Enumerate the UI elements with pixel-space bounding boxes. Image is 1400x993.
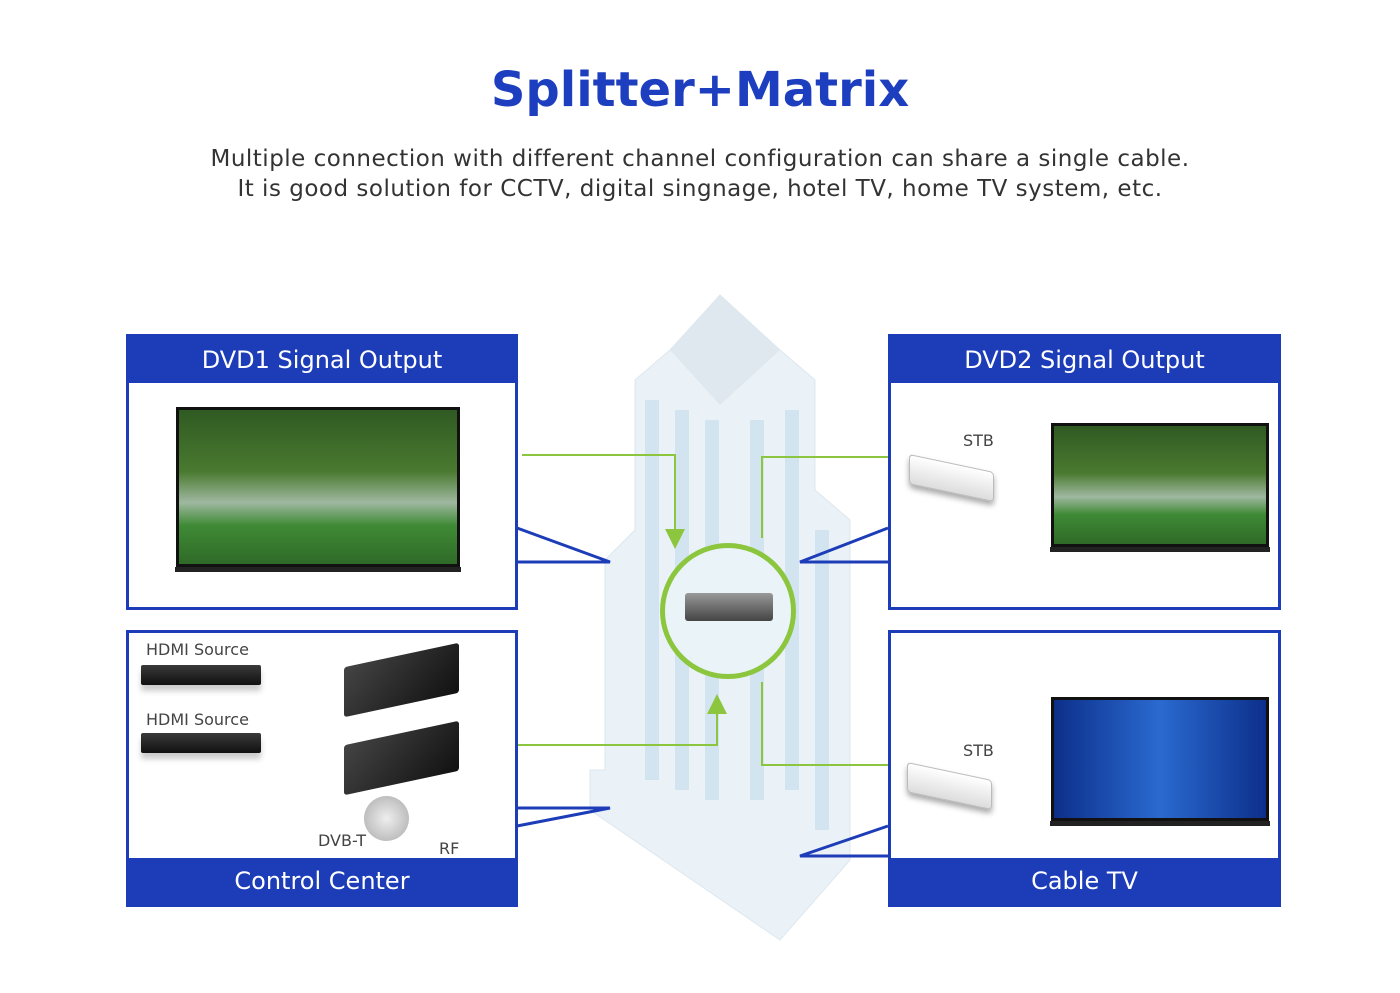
set-top-box-icon — [909, 453, 994, 503]
panel-cable-tv-title: Cable TV — [891, 858, 1278, 904]
dvd-player-icon — [141, 733, 261, 753]
subtitle-line-1: Multiple connection with different chann… — [210, 146, 1190, 172]
panel-dvd2: DVD2 Signal Output STB — [888, 334, 1281, 610]
set-top-box-icon — [907, 761, 992, 811]
panel-cable-tv: STB Cable TV — [888, 630, 1281, 907]
panel-control-center-title: Control Center — [129, 858, 515, 904]
panel-dvd1: DVD1 Signal Output — [126, 334, 518, 610]
panel-control-center: HDMI Source HDMI Source DVB-T RF Control… — [126, 630, 518, 907]
splitter-circle — [660, 543, 796, 679]
stb-label: STB — [963, 431, 994, 450]
hdmi-source-label-1: HDMI Source — [146, 640, 249, 659]
subtitle-line-2: It is good solution for CCTV, digital si… — [237, 176, 1163, 202]
tv-icon — [1050, 423, 1270, 552]
tv-icon — [175, 407, 461, 572]
dvd-player-icon — [141, 665, 261, 685]
tv-news-icon — [1050, 697, 1270, 826]
page-title: Splitter+Matrix — [490, 62, 910, 118]
panel-dvd2-title: DVD2 Signal Output — [891, 337, 1278, 383]
splitter-icon — [685, 593, 773, 621]
hdmi-source-label-2: HDMI Source — [146, 710, 249, 729]
antenna-icon — [364, 796, 409, 841]
rf-label: RF — [439, 839, 460, 858]
hdmi-modulator-icon — [344, 642, 459, 718]
panel-dvd1-title: DVD1 Signal Output — [129, 337, 515, 383]
hdmi-modulator-icon — [344, 720, 459, 796]
dvbt-label: DVB-T — [318, 831, 367, 850]
stb-label: STB — [963, 741, 994, 760]
